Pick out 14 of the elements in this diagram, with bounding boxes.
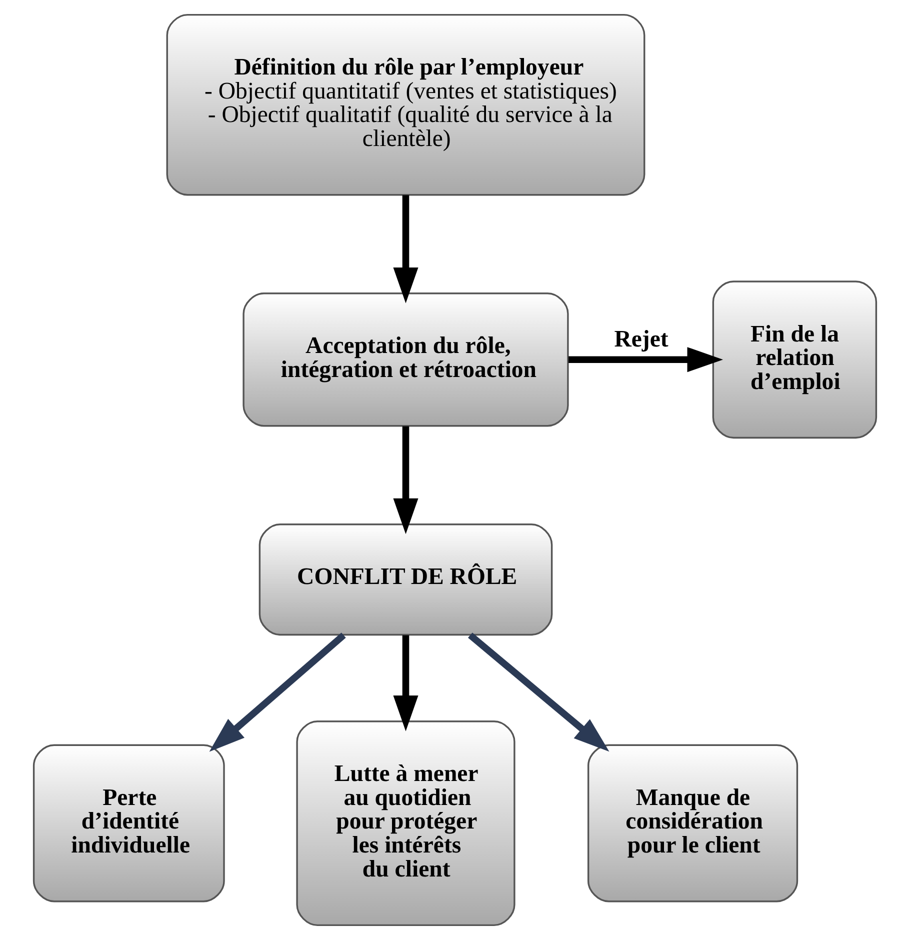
node-box: Perte d’identité individuelle xyxy=(32,744,225,902)
arrow xyxy=(209,632,346,752)
node-box: CONFLIT DE RÔLE xyxy=(258,524,553,636)
arrow xyxy=(393,635,418,732)
node-box: Fin de la relation d’emploi xyxy=(712,280,878,439)
arrow xyxy=(393,426,418,534)
edge-label: Rejet xyxy=(614,326,668,352)
node-box: Acceptation du rôle, intégration et rétroaction xyxy=(242,292,569,427)
node-box: Définition du rôle par l’employeur - Objectif quantitatif (ventes et statistiques) - Objectif qualitatif (qualité du service à la clientèle) xyxy=(166,14,646,196)
arrow xyxy=(568,347,724,372)
node-box: Manque de considération pour le client xyxy=(587,744,798,902)
arrow xyxy=(393,195,418,304)
node-box: Lutte à mener au quotidien pour protéger les intérêts du client xyxy=(296,720,516,926)
arrow xyxy=(468,632,610,752)
